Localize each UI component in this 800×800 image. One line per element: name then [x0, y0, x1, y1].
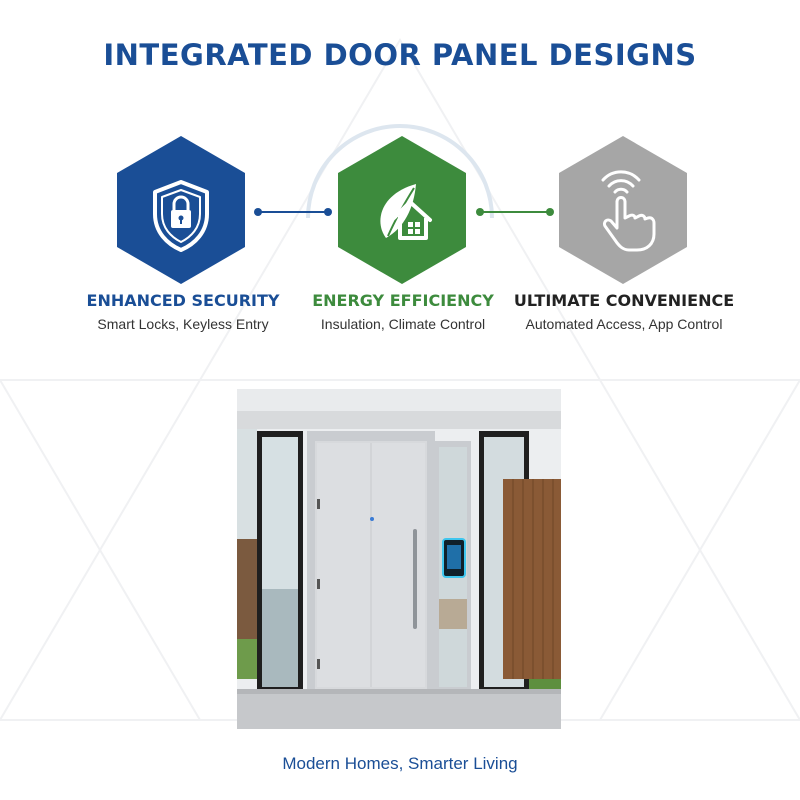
connector-dot: [254, 208, 262, 216]
feature-title-security: ENHANCED SECURITY: [86, 291, 280, 310]
page-title: INTEGRATED DOOR PANEL DESIGNS: [103, 38, 697, 72]
leaf-house-icon: [380, 184, 432, 240]
connector-left: [258, 211, 328, 213]
feature-title-convenience: ULTIMATE CONVENIENCE: [513, 291, 735, 310]
shield-lock-icon: [153, 180, 209, 252]
feature-title-energy: ENERGY EFFICIENCY: [312, 291, 494, 310]
feature-subtitle-security: Smart Locks, Keyless Entry: [97, 316, 269, 332]
feature-subtitle-energy: Insulation, Climate Control: [320, 316, 486, 332]
caption: Modern Homes, Smarter Living: [282, 754, 518, 773]
touch-wave-icon: [601, 170, 656, 252]
connector-right: [480, 211, 550, 213]
feature-subtitle-convenience: Automated Access, App Control: [525, 316, 723, 332]
connector-dot: [546, 208, 554, 216]
connector-dot: [324, 208, 332, 216]
arc-decoration: [306, 124, 494, 219]
door-illustration: [237, 389, 561, 729]
door-photo: [237, 389, 561, 729]
connector-dot: [476, 208, 484, 216]
